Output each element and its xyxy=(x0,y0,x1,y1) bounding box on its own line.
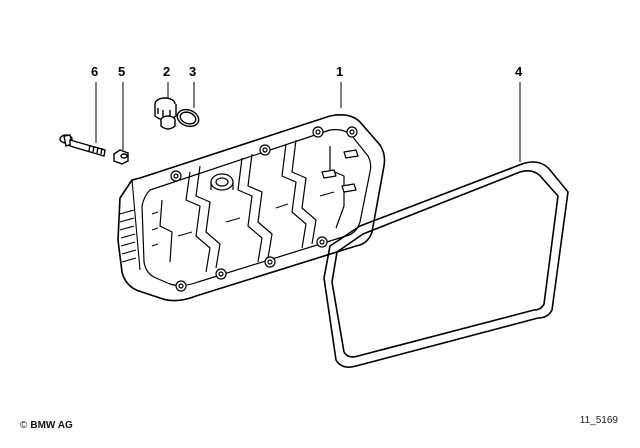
callout-6: 6 xyxy=(91,64,98,79)
part-1-cylinder-head-cover xyxy=(117,114,386,302)
callout-5: 5 xyxy=(118,64,125,79)
part-6-bolt xyxy=(59,134,106,157)
callout-1: 1 xyxy=(336,64,343,79)
copyright-symbol: © xyxy=(20,420,28,431)
leader-lines xyxy=(95,82,521,162)
part-5-sleeve xyxy=(113,149,129,165)
part-4-gasket xyxy=(323,161,569,368)
part-3-o-ring xyxy=(176,108,200,128)
callout-2: 2 xyxy=(163,64,170,79)
copyright-text: BMW AG xyxy=(30,420,73,431)
reference-number: 11_5169 xyxy=(579,415,618,426)
callout-labels: 6 5 2 3 1 4 xyxy=(91,64,523,79)
part-2-plug xyxy=(154,97,177,130)
callout-3: 3 xyxy=(189,64,196,79)
copyright-notice: ©BMW AG xyxy=(20,420,73,431)
callout-4: 4 xyxy=(515,64,523,79)
